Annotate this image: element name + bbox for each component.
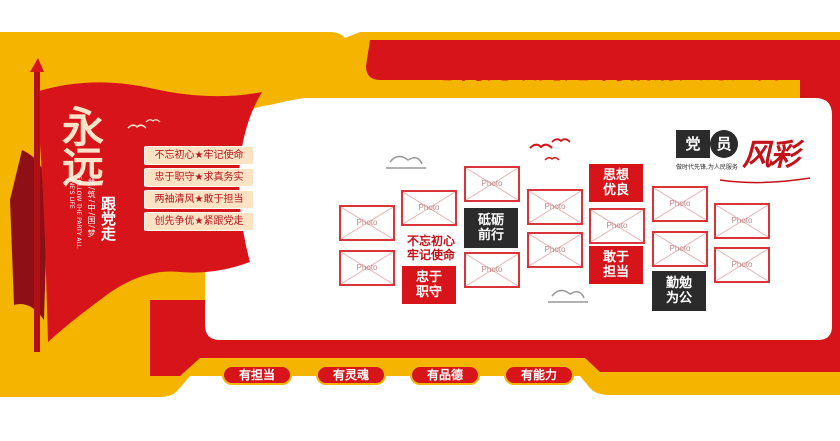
photo-placeholder-icon [716, 249, 768, 281]
title-subtitle: 做时代先锋,为人民服务 [676, 164, 738, 171]
motto-1: 不忘初心★牢记使命 [144, 146, 254, 165]
photo-placeholder-icon [341, 207, 393, 239]
motto-4: 创先争优★紧跟党走 [144, 212, 254, 231]
card-mozhe: 砥砺 前行 [464, 208, 518, 248]
slogan-heading: 红心向党跟党走.两袖清风为人民 [408, 55, 783, 84]
photo-frame: Photo [401, 190, 457, 226]
card-buwang: 不忘初心 牢记使命 [406, 234, 455, 262]
card-sixiang: 思想 优良 [589, 164, 643, 202]
photo-placeholder-icon [591, 210, 643, 242]
motto-3: 两袖清风★敢于担当 [144, 190, 254, 209]
photo-frame: Photo [527, 189, 583, 225]
photo-frame: Photo [652, 231, 708, 267]
photo-frame: Photo [464, 252, 520, 288]
pill-soul: 有灵魂 [316, 365, 386, 385]
photo-placeholder-icon [716, 205, 768, 237]
flag-english: FOLLOW THE PARTY ALL ONE'S LIFE [68, 176, 82, 249]
photo-frame: Photo [464, 166, 520, 202]
flag-big-char: 永远 [62, 103, 105, 192]
photo-frame: Photo [339, 205, 395, 241]
title-yuan: 员 [710, 130, 738, 158]
photo-placeholder-icon [654, 233, 706, 265]
card-qinmian: 勤勉 为公 [652, 271, 706, 311]
title-dang: 党 [676, 130, 710, 158]
pill-responsibility: 有担当 [222, 365, 292, 385]
card-gandan: 敢于 担当 [589, 246, 643, 284]
photo-placeholder-icon [529, 191, 581, 223]
photo-placeholder-icon [529, 234, 581, 266]
photo-placeholder-icon [654, 188, 706, 220]
title-fengcai: 风彩 [742, 138, 800, 173]
card-zhongyu: 忠于 职守 [402, 266, 456, 304]
pill-morality: 有品德 [410, 365, 480, 385]
pill-ability: 有能力 [504, 365, 574, 385]
flag-small-vertical: 共/筑/中/国/梦 [87, 178, 96, 238]
photo-placeholder-icon [341, 252, 393, 284]
photo-frame: Photo [714, 203, 770, 239]
photo-placeholder-icon [403, 192, 455, 224]
flag-sub-vertical: 跟党走 [99, 196, 117, 241]
photo-frame: Photo [527, 232, 583, 268]
photo-frame: Photo [339, 250, 395, 286]
photo-frame: Photo [589, 208, 645, 244]
motto-2: 忠于职守★求真务实 [144, 168, 254, 187]
photo-placeholder-icon [466, 254, 518, 286]
photo-frame: Photo [714, 247, 770, 283]
photo-placeholder-icon [466, 168, 518, 200]
photo-frame: Photo [652, 186, 708, 222]
